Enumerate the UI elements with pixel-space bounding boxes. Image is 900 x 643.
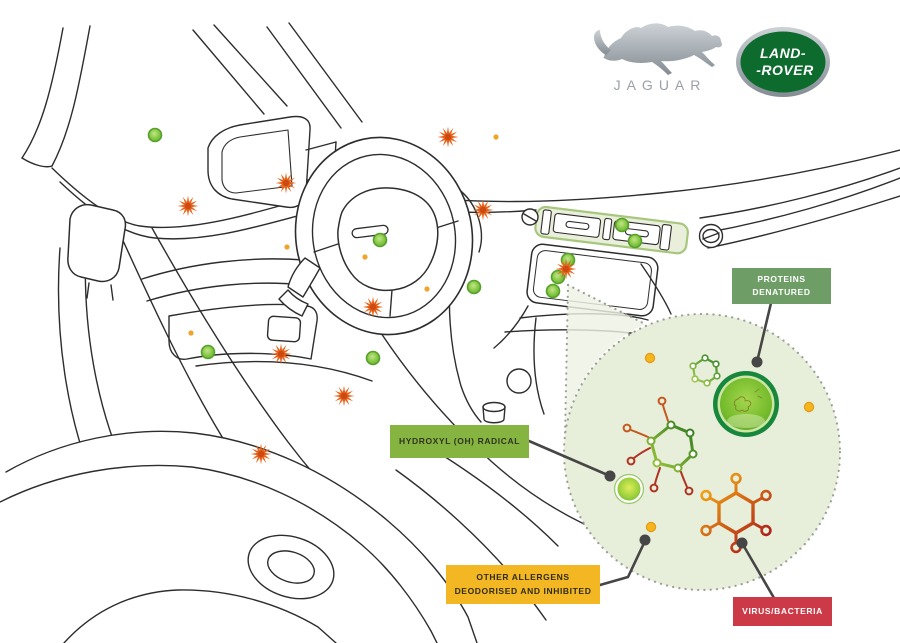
virus-bacteria-callout: VIRUS/BACTERIA <box>733 597 832 626</box>
green-particle-icon <box>372 232 388 248</box>
virus-molecule-icon <box>700 472 772 554</box>
green-particle-icon <box>147 127 163 143</box>
land-rover-oval <box>740 31 826 93</box>
green-particle-icon <box>466 279 482 295</box>
starburst-particle-icon <box>270 343 292 365</box>
other-allergens-line1: OTHER ALLERGENS <box>476 572 570 583</box>
green-particle-icon <box>627 233 643 249</box>
jaguar-leaper-icon <box>594 23 722 75</box>
starburst-particle-icon <box>177 195 199 217</box>
jaguar-wordmark: JAGUAR <box>614 77 707 93</box>
dust-particle-icon <box>493 134 499 140</box>
leader-proteins <box>751 301 773 368</box>
starburst-core <box>257 450 265 458</box>
green-particle-icon <box>614 217 630 233</box>
starburst-particle-icon <box>275 172 297 194</box>
a-pillar <box>21 25 91 168</box>
magnifier-allergen-dots-layer <box>644 352 815 533</box>
starburst-core <box>340 392 348 400</box>
dust-particle-icon <box>188 330 194 336</box>
magnification-cone <box>563 283 647 440</box>
starburst-core <box>282 179 290 187</box>
starburst-core <box>562 265 570 273</box>
starburst-particle-icon <box>472 199 494 221</box>
magnified-air-sample-circle <box>562 312 842 592</box>
protein-sphere-icon <box>713 371 779 437</box>
dust-particle-icon <box>362 254 368 260</box>
other-allergens-callout: OTHER ALLERGENS DEODORISED AND INHIBITED <box>446 565 600 604</box>
starburst-core <box>184 202 192 210</box>
hydroxyl-radical-text: HYDROXYL (OH) RADICAL <box>398 435 521 446</box>
proteins-denatured-line2: DENATURED <box>752 287 811 297</box>
proteins-denatured-callout: PROTEINS DENATURED <box>732 268 831 304</box>
green-particle-icon <box>550 269 566 285</box>
leader-allergens <box>598 534 651 587</box>
green-particle-icon <box>545 283 561 299</box>
virus-bacteria-text: VIRUS/BACTERIA <box>742 605 823 616</box>
dash-dials <box>521 208 724 249</box>
other-allergens-line2: DEODORISED AND INHIBITED <box>454 585 592 596</box>
dust-particle-icon <box>424 286 430 292</box>
starburst-core <box>369 303 377 311</box>
small-molecule-icon <box>689 354 721 387</box>
driver-seat <box>0 203 478 643</box>
green-particle-icon <box>200 344 216 360</box>
dust-particle-icon <box>284 244 290 250</box>
starburst-particle-icon <box>250 443 272 465</box>
starburst-core <box>277 350 285 358</box>
land-rover-text-top: LAND- <box>760 45 806 61</box>
denatured-molecule-icon <box>622 396 698 496</box>
leader-hydroxyl <box>527 439 616 482</box>
starburst-particle-icon <box>362 296 384 318</box>
hydroxyl-radical-icon <box>613 473 645 505</box>
dashboard <box>369 149 900 249</box>
car-interior-illustration <box>0 22 900 643</box>
allergen-dot-icon <box>644 352 656 364</box>
starburst-particle-icon <box>437 126 459 148</box>
land-rover-logo: LAND- -ROVER <box>736 27 830 97</box>
allergen-dot-icon <box>803 401 815 413</box>
callout-leader-lines <box>527 301 776 600</box>
green-particle-icon <box>365 350 381 366</box>
cabin-particles-layer <box>147 126 643 465</box>
starburst-core <box>479 206 487 214</box>
proteins-denatured-line1: PROTEINS <box>757 273 806 284</box>
hydroxyl-radical-callout: HYDROXYL (OH) RADICAL <box>390 425 529 458</box>
magnifier-molecules <box>613 354 779 554</box>
leader-virus <box>736 537 776 600</box>
jaguar-logo: JAGUAR <box>594 23 722 93</box>
starburst-particle-icon <box>333 385 355 407</box>
starburst-particle-icon <box>555 258 577 280</box>
air-vent-strip <box>534 205 689 255</box>
window-pillar-lines <box>192 22 363 129</box>
starburst-core <box>444 133 452 141</box>
allergen-dot-icon <box>645 521 657 533</box>
land-rover-text-bottom: -ROVER <box>756 62 814 78</box>
